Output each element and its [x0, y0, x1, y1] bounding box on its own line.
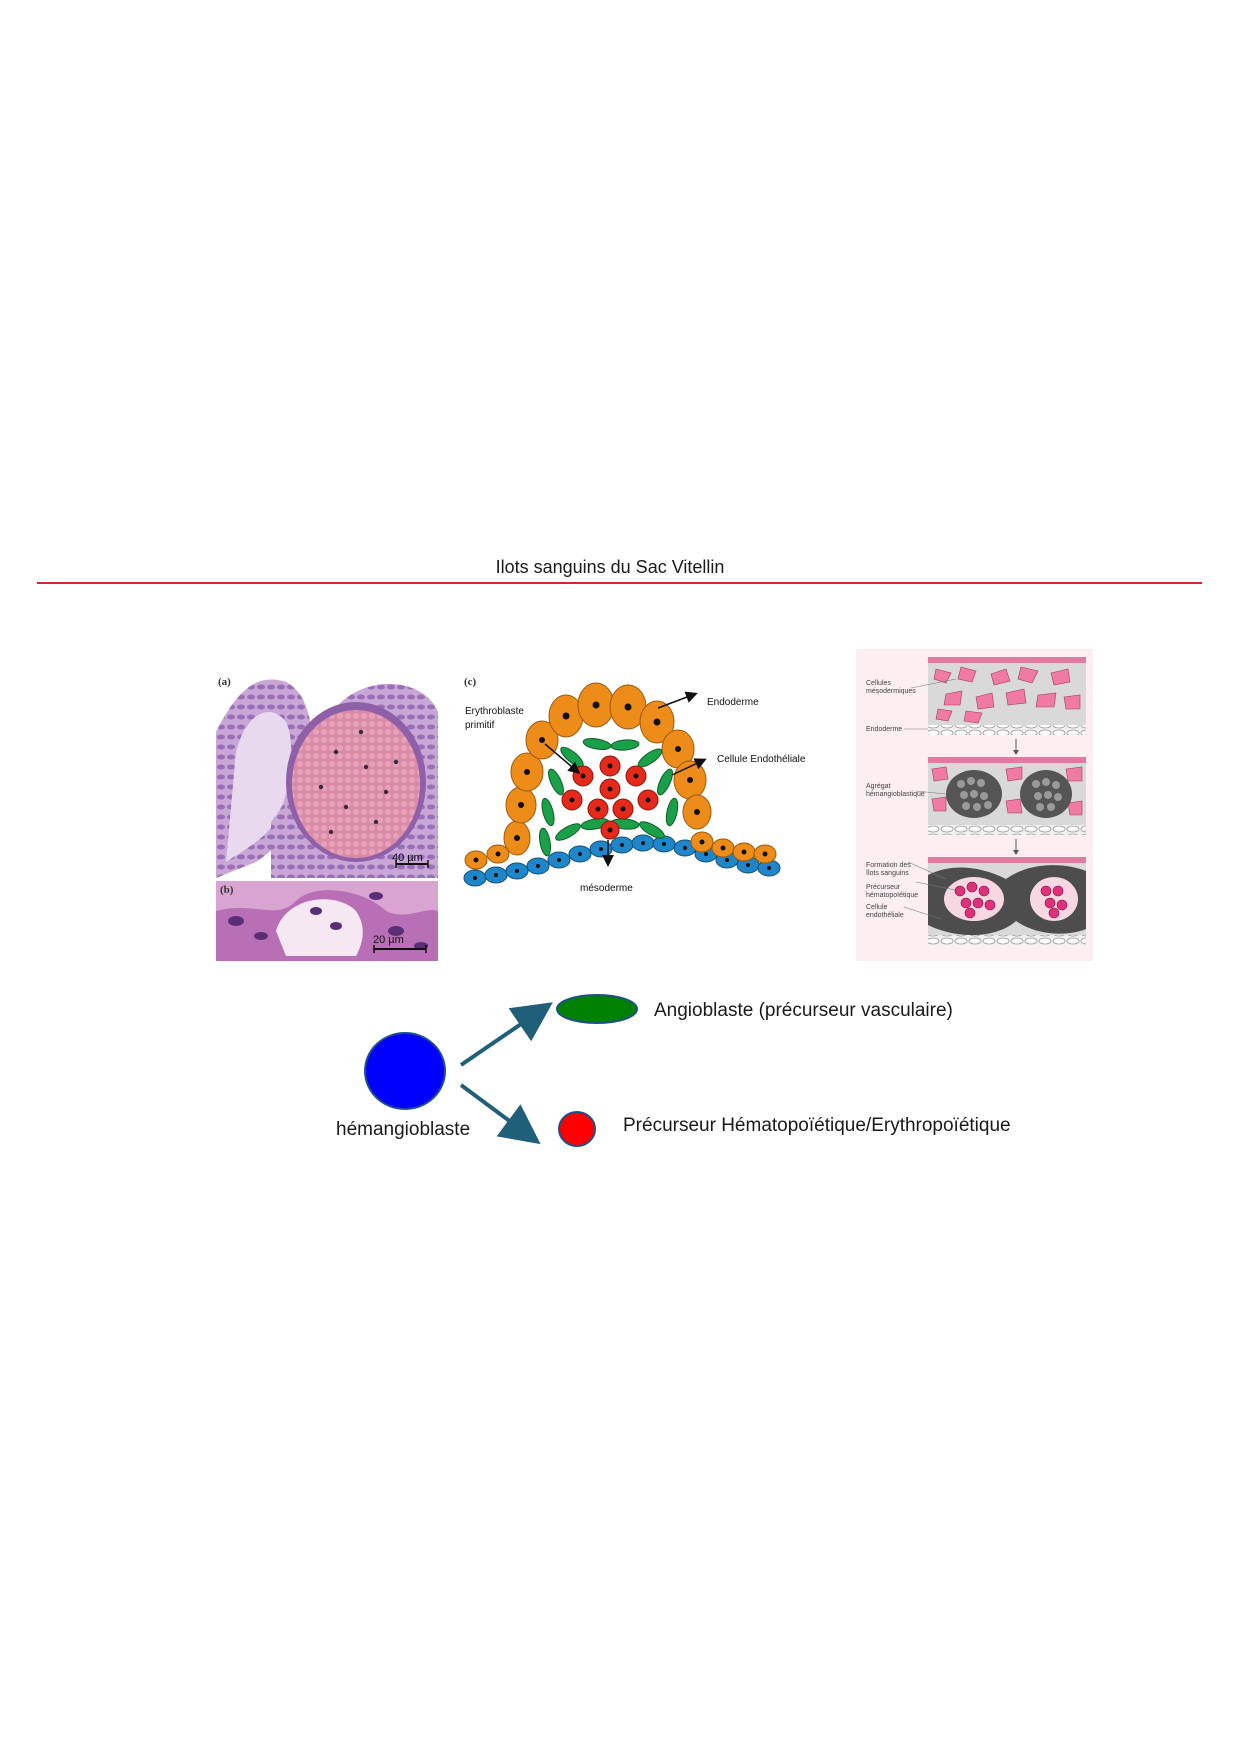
panel-b-letter: (b): [220, 884, 234, 896]
histology-panel-b: [216, 881, 438, 961]
label-mesoderm: mésoderme: [580, 883, 633, 894]
panel-c-letter: (c): [464, 676, 477, 688]
blood-island-formation-panel: [856, 649, 1093, 961]
label-formation-line1: Formation des: [866, 862, 911, 869]
label-endoderm-d: Endoderme: [866, 726, 903, 733]
label-erythroblast-line1: Erythroblaste: [465, 706, 524, 717]
label-endoderm: Endoderme: [707, 697, 759, 708]
angioblast-label: Angioblaste (précurseur vasculaire): [654, 1000, 953, 1021]
label-hematopoietic-precursor-line2: hématopoïétique: [866, 892, 919, 899]
label-hematopoietic-precursor-line1: Précurseur: [866, 884, 901, 891]
label-aggregate-line1: Agrégat: [866, 783, 891, 790]
label-formation-line2: îlots sanguins: [866, 870, 909, 877]
title-rule: [37, 582, 1202, 584]
panel-a-scale: 40 µm: [392, 852, 423, 864]
histology-panel-a: [216, 672, 438, 878]
hemangioblast-label: hémangioblaste: [336, 1119, 471, 1140]
blood-island-schematic: [463, 682, 781, 887]
label-endothelial-cell-d-line1: Cellule: [866, 904, 888, 911]
arrow-to-angioblast: [459, 1002, 553, 1067]
label-mesodermal-cells-line2: mésodermiques: [866, 688, 916, 695]
label-erythroblast-line2: primitif: [465, 720, 495, 731]
panel-b-scale: 20 µm: [373, 934, 404, 946]
precursor-cell: [558, 1111, 596, 1147]
hemangioblast-cell: [364, 1032, 446, 1110]
label-endothelial-cell-d-line2: endothéliale: [866, 912, 904, 919]
page-title: Ilots sanguins du Sac Vitellin: [495, 557, 725, 577]
label-endothelial-cell: Cellule Endothéliale: [717, 754, 806, 765]
label-mesodermal-cells-line1: Cellules: [866, 680, 891, 687]
angioblast-cell: [556, 994, 638, 1024]
lineage-diagram: [364, 994, 638, 1147]
label-aggregate-line2: hémangioblastique: [866, 791, 925, 798]
panel-a-letter: (a): [218, 676, 231, 688]
precursor-label: Précurseur Hématopoïétique/Erythropoïéti…: [623, 1115, 1011, 1136]
arrow-to-precursor: [459, 1083, 541, 1145]
